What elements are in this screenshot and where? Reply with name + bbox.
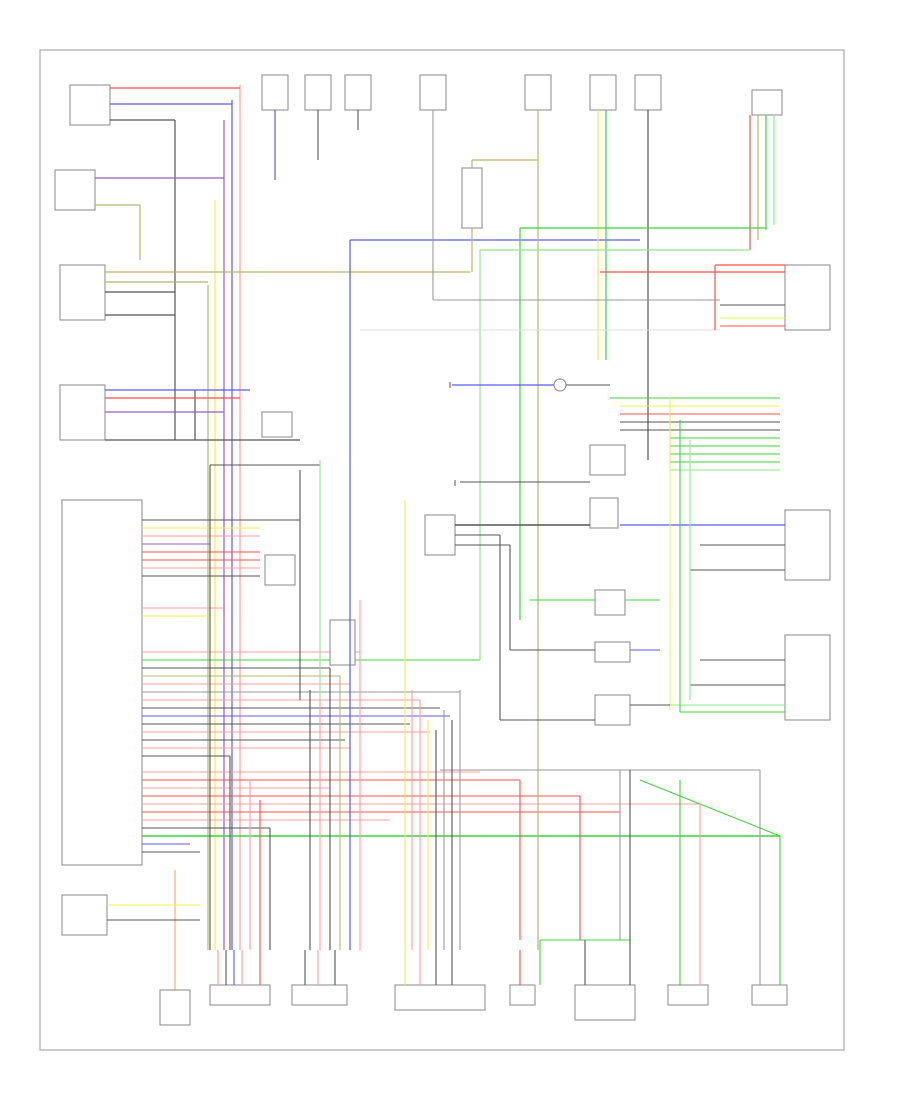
- upper-center-box: [360, 159, 766, 660]
- bottom-components: [159, 984, 788, 1026]
- motor-1: [589, 444, 626, 476]
- right-switch-3: [784, 634, 831, 721]
- center-module: [424, 514, 456, 556]
- bottom-pin-stubs: [217, 940, 781, 985]
- component-1: [159, 989, 191, 1026]
- relay-block: [209, 239, 640, 950]
- connector-6: [589, 74, 617, 111]
- control-unit-wires: [142, 519, 780, 853]
- connector-3: [344, 74, 372, 111]
- sensor-2: [594, 589, 626, 616]
- component-5: [509, 984, 536, 1006]
- left-switch-3: [59, 264, 470, 321]
- connector-8: [751, 89, 783, 116]
- sensor-3: [594, 641, 631, 663]
- diagram-frame: [39, 49, 845, 1051]
- lower-return-lines: [440, 769, 781, 941]
- left-component-2: [54, 169, 224, 260]
- control-unit: [61, 499, 143, 866]
- right-switch-2: [784, 509, 831, 581]
- top-left-switch: [69, 84, 240, 126]
- sensor-4: [594, 694, 631, 726]
- connector-5: [524, 74, 552, 111]
- connector-1: [261, 74, 289, 111]
- ground-symbols: [449, 382, 456, 486]
- sensor-1: [589, 497, 619, 529]
- component-8: [751, 984, 788, 1006]
- left-switch-4: [59, 384, 300, 441]
- component-2: [209, 984, 271, 1006]
- bottom-bundle: [174, 500, 461, 990]
- connector-4: [419, 74, 447, 111]
- component-6: [574, 984, 636, 1021]
- right-bus: [610, 397, 780, 712]
- right-switch-1: [784, 264, 831, 331]
- lower-left-component: [61, 894, 200, 936]
- right-components: [600, 264, 831, 721]
- connector-7: [634, 74, 662, 111]
- center-components: [424, 378, 670, 726]
- component-4: [394, 984, 486, 1011]
- component-7: [667, 984, 709, 1006]
- component-3: [291, 984, 348, 1006]
- top-connectors: [261, 74, 783, 116]
- connector-2: [304, 74, 332, 111]
